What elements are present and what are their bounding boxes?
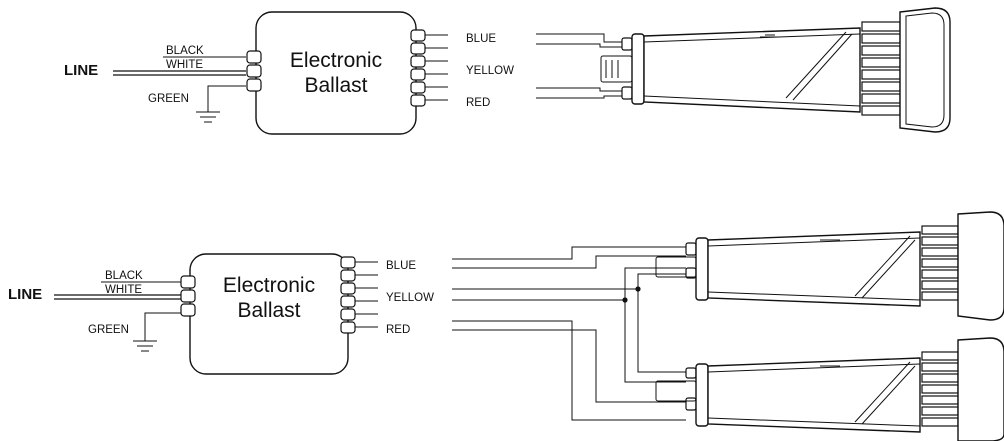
line-label-2: LINE [8, 286, 42, 303]
lamp [600, 7, 951, 133]
output-terminals [410, 29, 426, 107]
green-wire-label-2: GREEN [88, 324, 129, 336]
green-wire-label: GREEN [148, 93, 189, 105]
input-terminals-2 [180, 275, 196, 317]
green-wire [207, 85, 246, 112]
lamp-lower-fins [921, 351, 959, 427]
ground-icon [133, 340, 157, 352]
ballast-box: Electronic Ballast [255, 11, 417, 135]
white-wire-label: WHITE [166, 59, 203, 71]
blue-wire-label: BLUE [466, 33, 496, 45]
input-wiring-2: LINE BLACK WHITE GREEN [8, 270, 182, 352]
output-terminals-2 [340, 256, 356, 334]
input-wiring: LINE BLACK WHITE GREEN [64, 45, 246, 123]
lamp-upper-fins [921, 225, 959, 301]
wiring-diagram-single-lamp: LINE BLACK WHITE GREEN Electronic Ballas… [64, 7, 951, 135]
green-wire-2 [144, 312, 182, 341]
black-wire-label-2: BLACK [105, 270, 143, 282]
yellow-wire-label: YELLOW [466, 65, 514, 77]
input-terminals [246, 50, 262, 92]
ballast-label-line2: Ballast [304, 74, 367, 97]
wiring-diagram-two-lamps: LINE BLACK WHITE GREEN Electronic Ballas… [8, 211, 1004, 441]
junction-dot [635, 286, 641, 292]
output-stubs-2 [355, 261, 378, 328]
output-stubs [425, 34, 448, 101]
junction-dot [622, 297, 628, 303]
black-wire-label: BLACK [166, 45, 204, 57]
lamp-wires [536, 33, 622, 99]
ballast-label-line1-2: Electronic [223, 274, 315, 297]
lamp-upper [655, 211, 1004, 321]
red-wire-label: RED [466, 97, 490, 109]
blue-wire-label-2: BLUE [386, 260, 416, 272]
red-wire-label-2: RED [386, 324, 410, 336]
lamp-lower [655, 337, 1004, 441]
ballast-label-line1: Electronic [290, 49, 382, 72]
lamp-wires-2 [452, 246, 686, 421]
yellow-wire-label-2: YELLOW [386, 292, 434, 304]
lamp-fins [861, 21, 901, 116]
line-label: LINE [64, 62, 98, 79]
ballast-box-2: Electronic Ballast [189, 253, 349, 375]
white-wire-label-2: WHITE [105, 284, 142, 296]
ballast-label-line2-2: Ballast [237, 299, 300, 322]
ground-icon [196, 111, 220, 123]
